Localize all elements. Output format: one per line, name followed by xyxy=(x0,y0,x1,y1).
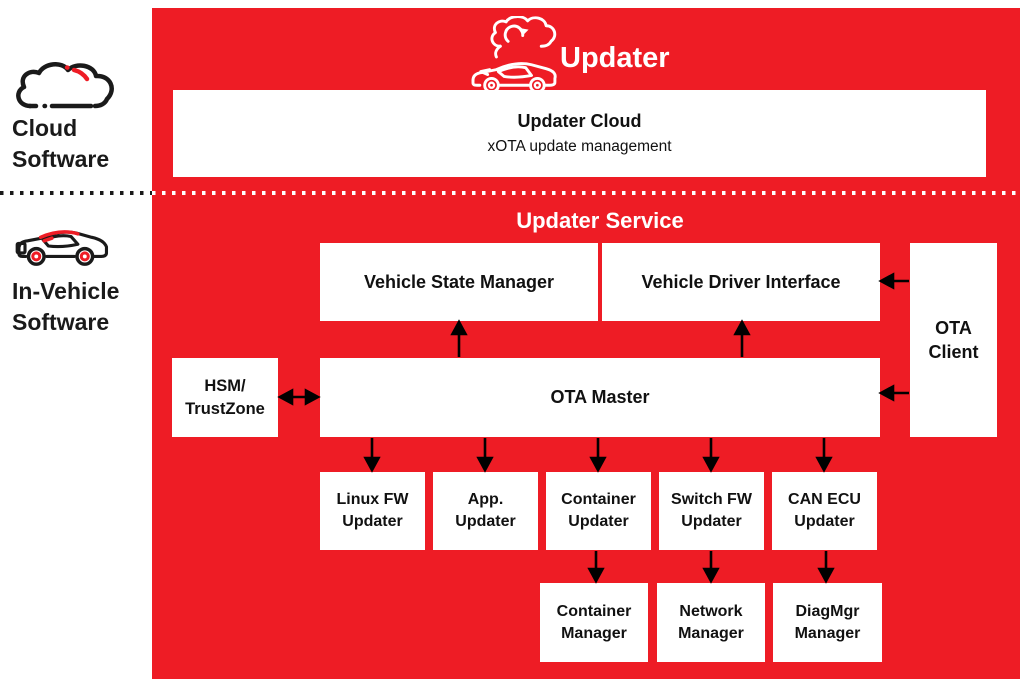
linux-fw-updater-box: Linux FW Updater xyxy=(320,472,425,550)
updater-cloud-title: Updater Cloud xyxy=(517,111,642,132)
container-manager-box: Container Manager xyxy=(540,583,648,662)
updater-cloud-subtitle: xOTA update management xyxy=(487,137,672,155)
vehicle-state-manager-box: Vehicle State Manager xyxy=(320,243,598,321)
can-ecu-updater-box: CAN ECU Updater xyxy=(772,472,877,550)
switch-fw-updater-box: Switch FW Updater xyxy=(659,472,764,550)
car-icon xyxy=(15,230,109,266)
diagmgr-manager-box: DiagMgr Manager xyxy=(773,583,882,662)
updater-cloud-car-icon xyxy=(471,16,557,94)
container-updater-box: Container Updater xyxy=(546,472,651,550)
updater-service-title: Updater Service xyxy=(516,208,684,233)
updater-cloud-box: Updater Cloud xOTA update management xyxy=(173,90,986,177)
ota-master-box: OTA Master xyxy=(320,358,880,437)
ota-client-box: OTA Client xyxy=(910,243,997,437)
in-vehicle-software-label: In-Vehicle Software xyxy=(12,278,120,336)
separator-dotted-right xyxy=(152,191,1020,195)
network-manager-box: Network Manager xyxy=(657,583,765,662)
updater-title: Updater xyxy=(560,42,670,74)
cloud-icon xyxy=(16,62,114,109)
app-updater-box: App. Updater xyxy=(433,472,538,550)
vehicle-driver-interface-box: Vehicle Driver Interface xyxy=(602,243,880,321)
separator-dotted-left xyxy=(0,191,152,195)
cloud-software-label: Cloud Software xyxy=(12,115,110,173)
hsm-trustzone-box: HSM/ TrustZone xyxy=(172,358,278,437)
